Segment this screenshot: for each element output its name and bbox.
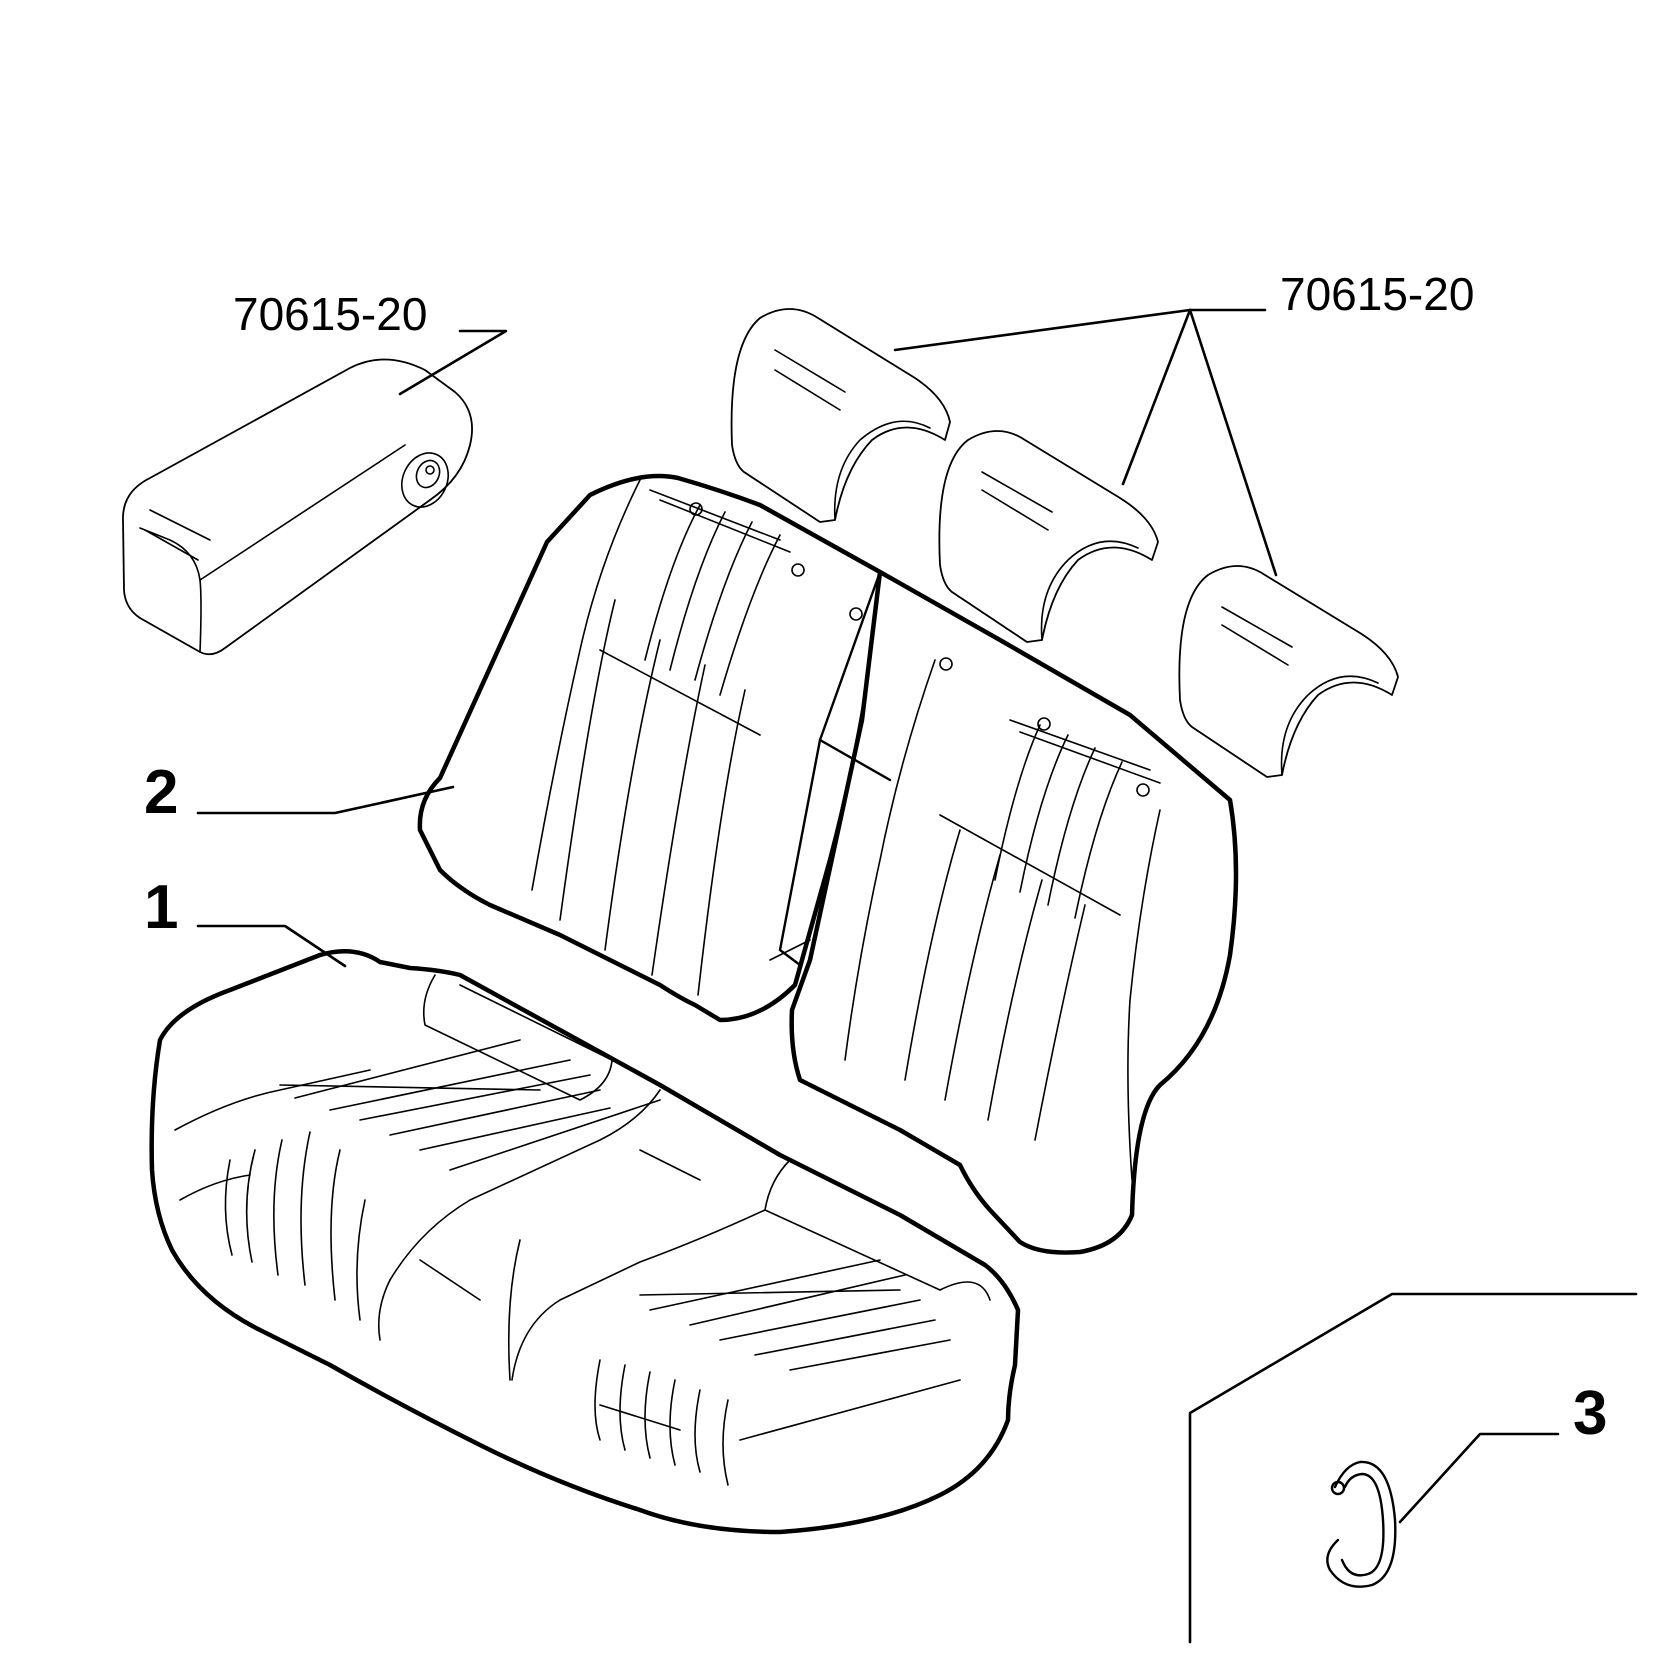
leader-ref-right-headrest-2	[1121, 308, 1192, 486]
leader-ref-right-headrest-3	[1188, 308, 1278, 577]
leader-item-3	[1398, 1432, 1560, 1524]
seat-backrest[interactable]	[417, 473, 1239, 1255]
item-number-3: 3	[1573, 1379, 1607, 1448]
leader-ref-left	[398, 329, 508, 396]
headrest-1[interactable]	[730, 308, 951, 523]
item-number-2: 2	[144, 758, 178, 827]
headrest-3[interactable]	[1178, 565, 1399, 778]
armrest-part[interactable]	[122, 358, 473, 656]
headrest-2[interactable]	[938, 430, 1159, 643]
reference-code-left: 70615-20	[233, 288, 427, 340]
leader-ref-right-headrest-1	[893, 308, 1267, 352]
leader-item-2	[196, 785, 455, 815]
detail-frame	[1188, 1292, 1638, 1644]
item-number-1: 1	[144, 873, 178, 942]
leader-item-1	[196, 924, 347, 968]
seat-cushion[interactable]	[149, 949, 1021, 1535]
clip-part[interactable]	[1326, 1460, 1397, 1588]
reference-code-right: 70615-20	[1280, 268, 1474, 320]
